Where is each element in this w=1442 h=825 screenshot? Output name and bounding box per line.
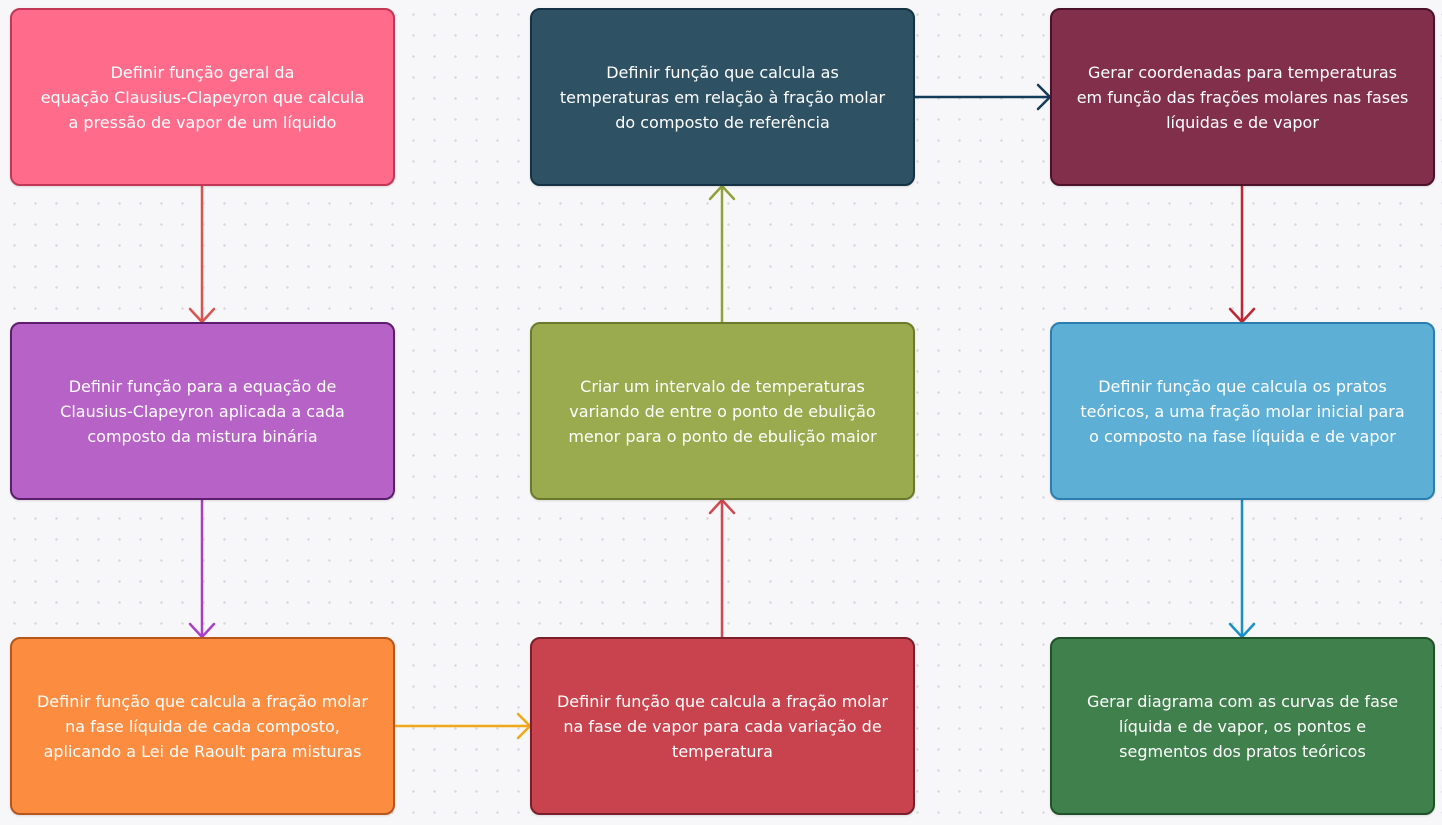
arrowhead-n8-n9 — [1228, 622, 1256, 639]
node-vapor-molar-fraction[interactable]: Definir função que calcula a fração mola… — [530, 637, 915, 815]
node-theoretical-plates[interactable]: Definir função que calcula os pratos teó… — [1050, 322, 1435, 500]
node-label: Gerar diagrama com as curvas de fase líq… — [1086, 691, 1399, 761]
node-temperature-interval[interactable]: Criar um intervalo de temperaturas varia… — [530, 322, 915, 500]
node-label: Criar um intervalo de temperaturas varia… — [568, 376, 877, 446]
arrowhead-n4-n5 — [708, 498, 736, 515]
arrowhead-n1-n2 — [188, 307, 216, 324]
arrowhead-n6-n7 — [1036, 83, 1052, 111]
node-generate-diagram[interactable]: Gerar diagrama com as curvas de fase líq… — [1050, 637, 1435, 815]
arrowhead-n3-n4 — [516, 712, 532, 740]
node-label: Gerar coordenadas para temperaturas em f… — [1076, 62, 1409, 132]
node-temperature-vs-molar-fraction[interactable]: Definir função que calcula as temperatur… — [530, 8, 915, 186]
node-clausius-clapeyron-general[interactable]: Definir função geral da equação Clausius… — [10, 8, 395, 186]
node-label: Definir função que calcula os pratos teó… — [1080, 376, 1405, 446]
node-clausius-clapeyron-per-compound[interactable]: Definir função para a equação de Clausiu… — [10, 322, 395, 500]
node-label: Definir função que calcula as temperatur… — [559, 62, 886, 132]
node-label: Definir função que calcula a fração mola… — [36, 691, 368, 761]
node-label: Definir função geral da equação Clausius… — [40, 62, 365, 132]
node-label: Definir função para a equação de Clausiu… — [60, 376, 345, 446]
arrowhead-n5-n6 — [708, 184, 736, 201]
arrowhead-n2-n3 — [188, 622, 216, 639]
node-liquid-molar-fraction[interactable]: Definir função que calcula a fração mola… — [10, 637, 395, 815]
node-label: Definir função que calcula a fração mola… — [556, 691, 888, 761]
node-generate-coordinates[interactable]: Gerar coordenadas para temperaturas em f… — [1050, 8, 1435, 186]
arrowhead-n7-n8 — [1228, 307, 1256, 324]
